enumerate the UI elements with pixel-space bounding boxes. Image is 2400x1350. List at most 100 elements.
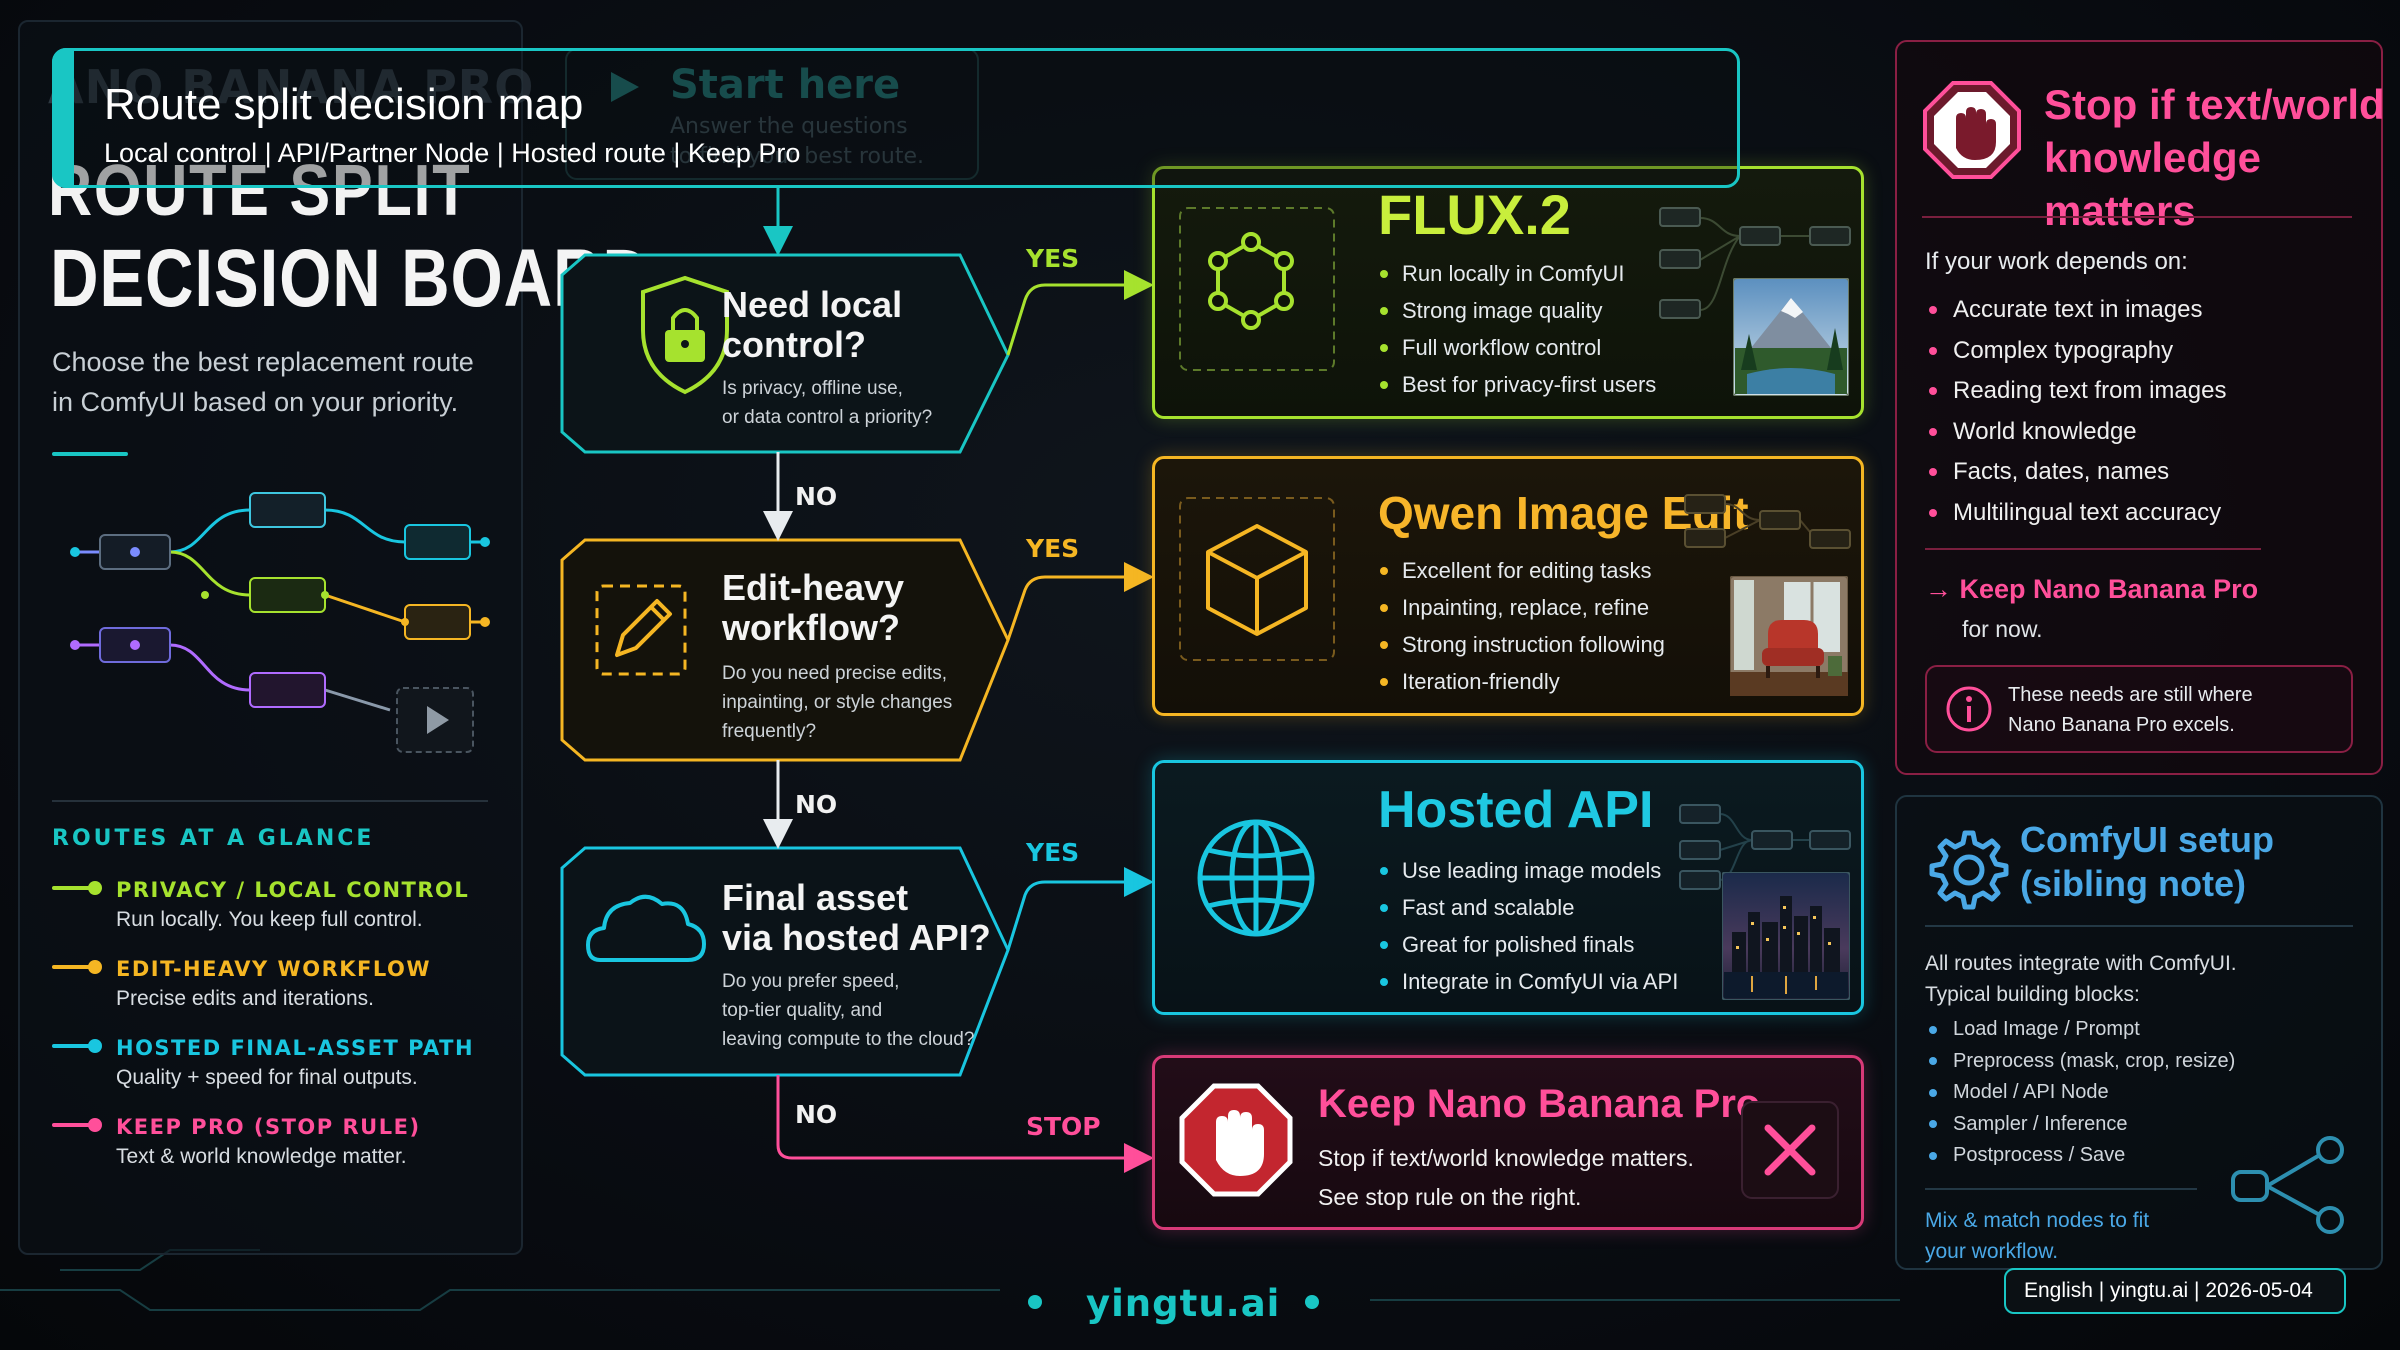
list-item: Load Image / Prompt <box>1925 1014 2235 1046</box>
question-sub-hosted: Do you prefer speed, top-tier quality, a… <box>722 967 974 1054</box>
cloud-icon <box>586 894 706 962</box>
setup-panel-divider <box>1925 1188 2197 1190</box>
cube-icon <box>1179 497 1335 661</box>
glance-head: EDIT-HEAVY WORKFLOW <box>116 957 432 981</box>
list-item: Inpainting, replace, refine <box>1378 589 1665 626</box>
list-item: Strong instruction following <box>1378 626 1665 663</box>
start-sub-line: to find your best route. <box>670 144 924 169</box>
question-title-line: Need local <box>722 284 903 325</box>
card-list-hosted: Use leading image models Fast and scalab… <box>1378 852 1678 1000</box>
left-subtitle: Choose the best replacement route in Com… <box>52 347 474 417</box>
footer-badge-text: English | yingtu.ai | 2026-05-04 <box>2024 1279 2313 1302</box>
list-item: Model / API Node <box>1925 1077 2235 1109</box>
stop-note-box <box>1925 665 2353 753</box>
glance-text: Quality + speed for final outputs. <box>116 1066 418 1089</box>
card-title-flux: FLUX.2 <box>1378 183 1571 246</box>
footer-brand[interactable]: yingtu.ai <box>1086 1282 1281 1325</box>
start-sub: Answer the questions to find your best r… <box>670 112 924 172</box>
question-title-line: Final asset <box>722 877 909 918</box>
start-sub-line: Answer the questions <box>670 114 908 139</box>
list-item: Accurate text in images <box>1925 290 2226 331</box>
globe-icon <box>1197 819 1315 937</box>
accent-bar <box>52 452 128 456</box>
info-icon <box>1946 686 1992 732</box>
list-item: Fast and scalable <box>1378 889 1678 926</box>
no-label: NO <box>795 482 838 511</box>
lock-shield-icon <box>641 275 729 395</box>
list-item: Sampler / Inference <box>1925 1109 2235 1141</box>
question-sub-line: frequently? <box>722 721 817 742</box>
pencil-icon <box>595 584 687 676</box>
glance-title: ROUTES AT A GLANCE <box>52 826 375 851</box>
yes-label: YES <box>1026 534 1080 563</box>
card-list-flux: Run locally in ComfyUI Strong image qual… <box>1378 255 1656 403</box>
question-title-line: workflow? <box>722 607 900 648</box>
node-graph-mini <box>1659 207 1851 319</box>
question-sub-local: Is privacy, offline use, or data control… <box>722 374 932 432</box>
card-title-hosted: Hosted API <box>1378 781 1654 839</box>
keep-line-1: Stop if text/world knowledge matters. <box>1318 1145 1694 1171</box>
glance-line-icon <box>52 1039 102 1053</box>
glance-line-icon <box>52 881 102 895</box>
board-title: DECISION BOARD <box>50 233 652 324</box>
list-item: Integrate in ComfyUI via API <box>1378 963 1678 1000</box>
question-title-local: Need local control? <box>722 285 902 365</box>
stop-panel-title-line: Stop if text/world <box>2044 81 2385 128</box>
hexagon-nodes-icon <box>1179 207 1335 371</box>
stop-hand-icon <box>1179 1083 1293 1197</box>
setup-mix-line: Mix & match nodes to fit <box>1925 1209 2150 1232</box>
question-hex-local <box>560 253 1010 454</box>
close-x-icon <box>1741 1101 1839 1199</box>
page-title: Route split decision map <box>104 80 584 129</box>
question-hex-edit <box>560 538 1010 762</box>
play-icon <box>611 72 639 102</box>
glance-text: Run locally. You keep full control. <box>116 908 423 931</box>
start-title: Start here <box>670 62 901 108</box>
list-item: Reading text from images <box>1925 371 2226 412</box>
stop-note-line: These needs are still where <box>2008 684 2253 706</box>
gear-icon <box>1929 830 2009 910</box>
list-item: Use leading image models <box>1378 852 1678 889</box>
stop-label: STOP <box>1026 1112 1101 1141</box>
stop-hand-icon <box>1923 81 2021 179</box>
city-thumbnail <box>1722 872 1850 1000</box>
glance-head: KEEP PRO (STOP RULE) <box>116 1115 421 1139</box>
glance-text: Text & world knowledge matter. <box>116 1145 407 1168</box>
setup-panel <box>1895 795 2383 1270</box>
mountain-thumbnail <box>1733 278 1849 396</box>
glance-head: HOSTED FINAL-ASSET PATH <box>116 1036 475 1060</box>
setup-intro-line: Typical building blocks: <box>1925 983 2140 1006</box>
question-title-line: via hosted API? <box>722 917 991 958</box>
list-item: Great for polished finals <box>1378 926 1678 963</box>
question-sub-line: Do you prefer speed, <box>722 971 900 992</box>
node-graph-mini <box>1679 804 1851 890</box>
question-sub-line: Do you need precise edits, <box>722 663 947 684</box>
setup-panel-title-line: (sibling note) <box>2020 863 2246 904</box>
question-sub-line: inpainting, or style changes <box>722 692 953 713</box>
glance-text: Precise edits and iterations. <box>116 987 374 1010</box>
question-sub-line: Is privacy, offline use, <box>722 378 903 399</box>
list-item: Postprocess / Save <box>1925 1140 2235 1172</box>
list-item: Best for privacy-first users <box>1378 366 1656 403</box>
setup-panel-title-line: ComfyUI setup <box>2020 819 2275 860</box>
stop-note-text: These needs are still where Nano Banana … <box>2008 680 2253 740</box>
question-title-edit: Edit-heavy workflow? <box>722 568 904 648</box>
armchair-thumbnail <box>1730 576 1848 696</box>
list-item: Preprocess (mask, crop, resize) <box>1925 1046 2235 1078</box>
stop-panel-divider <box>1922 216 2352 218</box>
keep-line-2: See stop rule on the right. <box>1318 1184 1582 1210</box>
card-list-qwen: Excellent for editing tasks Inpainting, … <box>1378 552 1665 700</box>
question-sub-line: leaving compute to the cloud? <box>722 1029 975 1050</box>
share-nodes-icon <box>2231 1136 2344 1234</box>
setup-list: Load Image / Prompt Preprocess (mask, cr… <box>1925 1014 2235 1172</box>
setup-intro-line: All routes integrate with ComfyUI. <box>1925 952 2237 975</box>
header-accent-bar <box>52 48 74 188</box>
list-item: Full workflow control <box>1378 329 1656 366</box>
footer-badge <box>2004 1268 2346 1314</box>
keep-pro-link[interactable]: → Keep Nano Banana Pro <box>1925 574 2259 604</box>
stop-panel-title: Stop if text/world knowledge matters <box>2044 78 2400 237</box>
mini-node-graph <box>70 492 490 753</box>
question-title-line: Edit-heavy <box>722 567 905 608</box>
route-split-title: ROUTE SPLIT <box>48 151 472 231</box>
